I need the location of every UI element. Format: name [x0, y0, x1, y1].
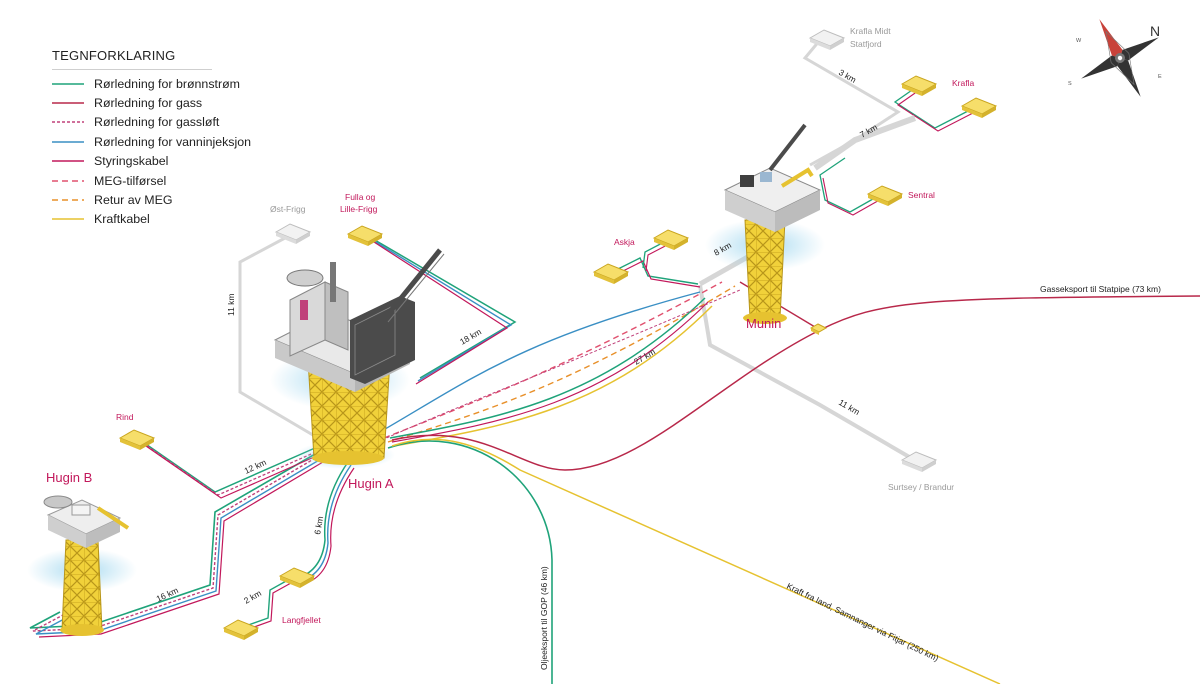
- ost-frigg-corridor: [238, 236, 319, 440]
- legend-label: MEG-tilførsel: [94, 173, 167, 188]
- legend-label: Styringskabel: [94, 154, 169, 169]
- distance-6: 6 km: [312, 515, 325, 535]
- subsea-templates: [118, 29, 998, 640]
- platform-hugin-b: [27, 495, 137, 636]
- distance-27: 27 km: [632, 346, 657, 366]
- compass-east: E: [1158, 74, 1162, 80]
- label-surtsey: Surtsey / Brandur: [888, 482, 954, 492]
- legend: TEGNFORKLARING Rørledning for brønnstrøm…: [52, 48, 292, 229]
- munin-corridor: [379, 281, 741, 447]
- langfjellet-bundle: [239, 461, 355, 632]
- template-askja-a: [592, 263, 630, 284]
- legend-item: Rørledning for gass: [52, 93, 292, 112]
- legend-label: Retur av MEG: [94, 193, 173, 208]
- legend-item: Kraftkabel: [52, 210, 292, 229]
- rind-bundle: [139, 439, 322, 499]
- compass-icon: N W E S: [1068, 19, 1162, 97]
- legend-swatch: [52, 121, 84, 124]
- legend-label: Rørledning for gass: [94, 96, 203, 111]
- template-rind: [118, 429, 156, 450]
- pipelines: [29, 39, 1200, 684]
- label-munin: Munin: [746, 316, 781, 331]
- krafla-corridor: [802, 39, 901, 167]
- legend-item: MEG-tilførsel: [52, 171, 292, 190]
- legend-title: TEGNFORKLARING: [52, 48, 176, 63]
- distance-11-right: 11 km: [837, 397, 862, 417]
- gas-export-line: [391, 295, 1200, 471]
- legend-swatch: [52, 160, 84, 163]
- legend-swatch: [52, 199, 84, 201]
- template-fulla: [346, 225, 384, 246]
- distance-12: 12 km: [243, 457, 268, 476]
- krafla-bundle: [813, 87, 974, 216]
- gas-export-label: Gasseksport til Statpipe (73 km): [1040, 284, 1161, 294]
- legend-item: Rørledning for gassløft: [52, 113, 292, 132]
- label-krafla: Krafla: [952, 78, 974, 88]
- legend-item: Styringskabel: [52, 152, 292, 171]
- template-krafla-midt: [808, 29, 846, 50]
- label-fulla-2: Lille-Frigg: [340, 204, 378, 214]
- legend-swatch: [52, 179, 84, 182]
- distance-11-left: 11 km: [226, 293, 236, 316]
- template-surtsey: [900, 451, 938, 472]
- label-krafla-midt: Krafla Midt: [850, 26, 891, 36]
- surtsey-corridor: [698, 284, 920, 464]
- power-cable-line: [391, 438, 1001, 684]
- label-hugin-b: Hugin B: [46, 470, 92, 485]
- template-sentral: [866, 185, 904, 206]
- legend-swatch: [52, 102, 84, 104]
- platform-munin: [705, 123, 825, 324]
- label-rind: Rind: [116, 412, 134, 422]
- template-krafla-b: [960, 97, 998, 118]
- template-ost-frigg: [274, 223, 312, 244]
- oil-export-label: Oljeeksport til GOP (46 km): [539, 566, 549, 670]
- label-statfjord: Statfjord: [850, 39, 882, 49]
- label-fulla-1: Fulla og: [345, 192, 376, 202]
- legend-label: Kraftkabel: [94, 212, 150, 227]
- legend-divider: [52, 69, 212, 70]
- legend-item: Rørledning for vanninjeksjon: [52, 132, 292, 151]
- legend-label: Rørledning for gassløft: [94, 115, 220, 130]
- label-sentral: Sentral: [908, 190, 935, 200]
- label-hugin-a: Hugin A: [348, 476, 394, 491]
- legend-swatch: [52, 141, 84, 143]
- template-langfjellet-a: [278, 567, 316, 588]
- legend-swatch: [52, 218, 84, 221]
- power-cable-label: Kraft fra land, Samnanger via Fitjar (25…: [785, 581, 940, 664]
- compass-north: N: [1150, 23, 1160, 39]
- label-askja: Askja: [614, 237, 635, 247]
- platform-hugin-a: [270, 248, 445, 469]
- compass-west: W: [1076, 38, 1082, 44]
- legend-label: Rørledning for brønnstrøm: [94, 76, 240, 91]
- template-langfjellet-b: [222, 619, 260, 640]
- label-ost-frigg: Øst-Frigg: [270, 204, 306, 214]
- fulla-bundle: [367, 235, 517, 385]
- legend-label: Rørledning for vanninjeksjon: [94, 134, 252, 149]
- legend-item: Retur av MEG: [52, 190, 292, 209]
- template-askja-b: [652, 229, 690, 250]
- template-krafla-a: [900, 75, 938, 96]
- legend-swatch: [52, 82, 84, 85]
- label-langfjellet: Langfjellet: [282, 615, 321, 625]
- distance-2: 2 km: [242, 588, 263, 606]
- gas-tie-in-unit: [809, 323, 828, 335]
- legend-item: Rørledning for brønnstrøm: [52, 74, 292, 93]
- compass-south: S: [1068, 81, 1072, 87]
- oil-export-line: [387, 440, 553, 684]
